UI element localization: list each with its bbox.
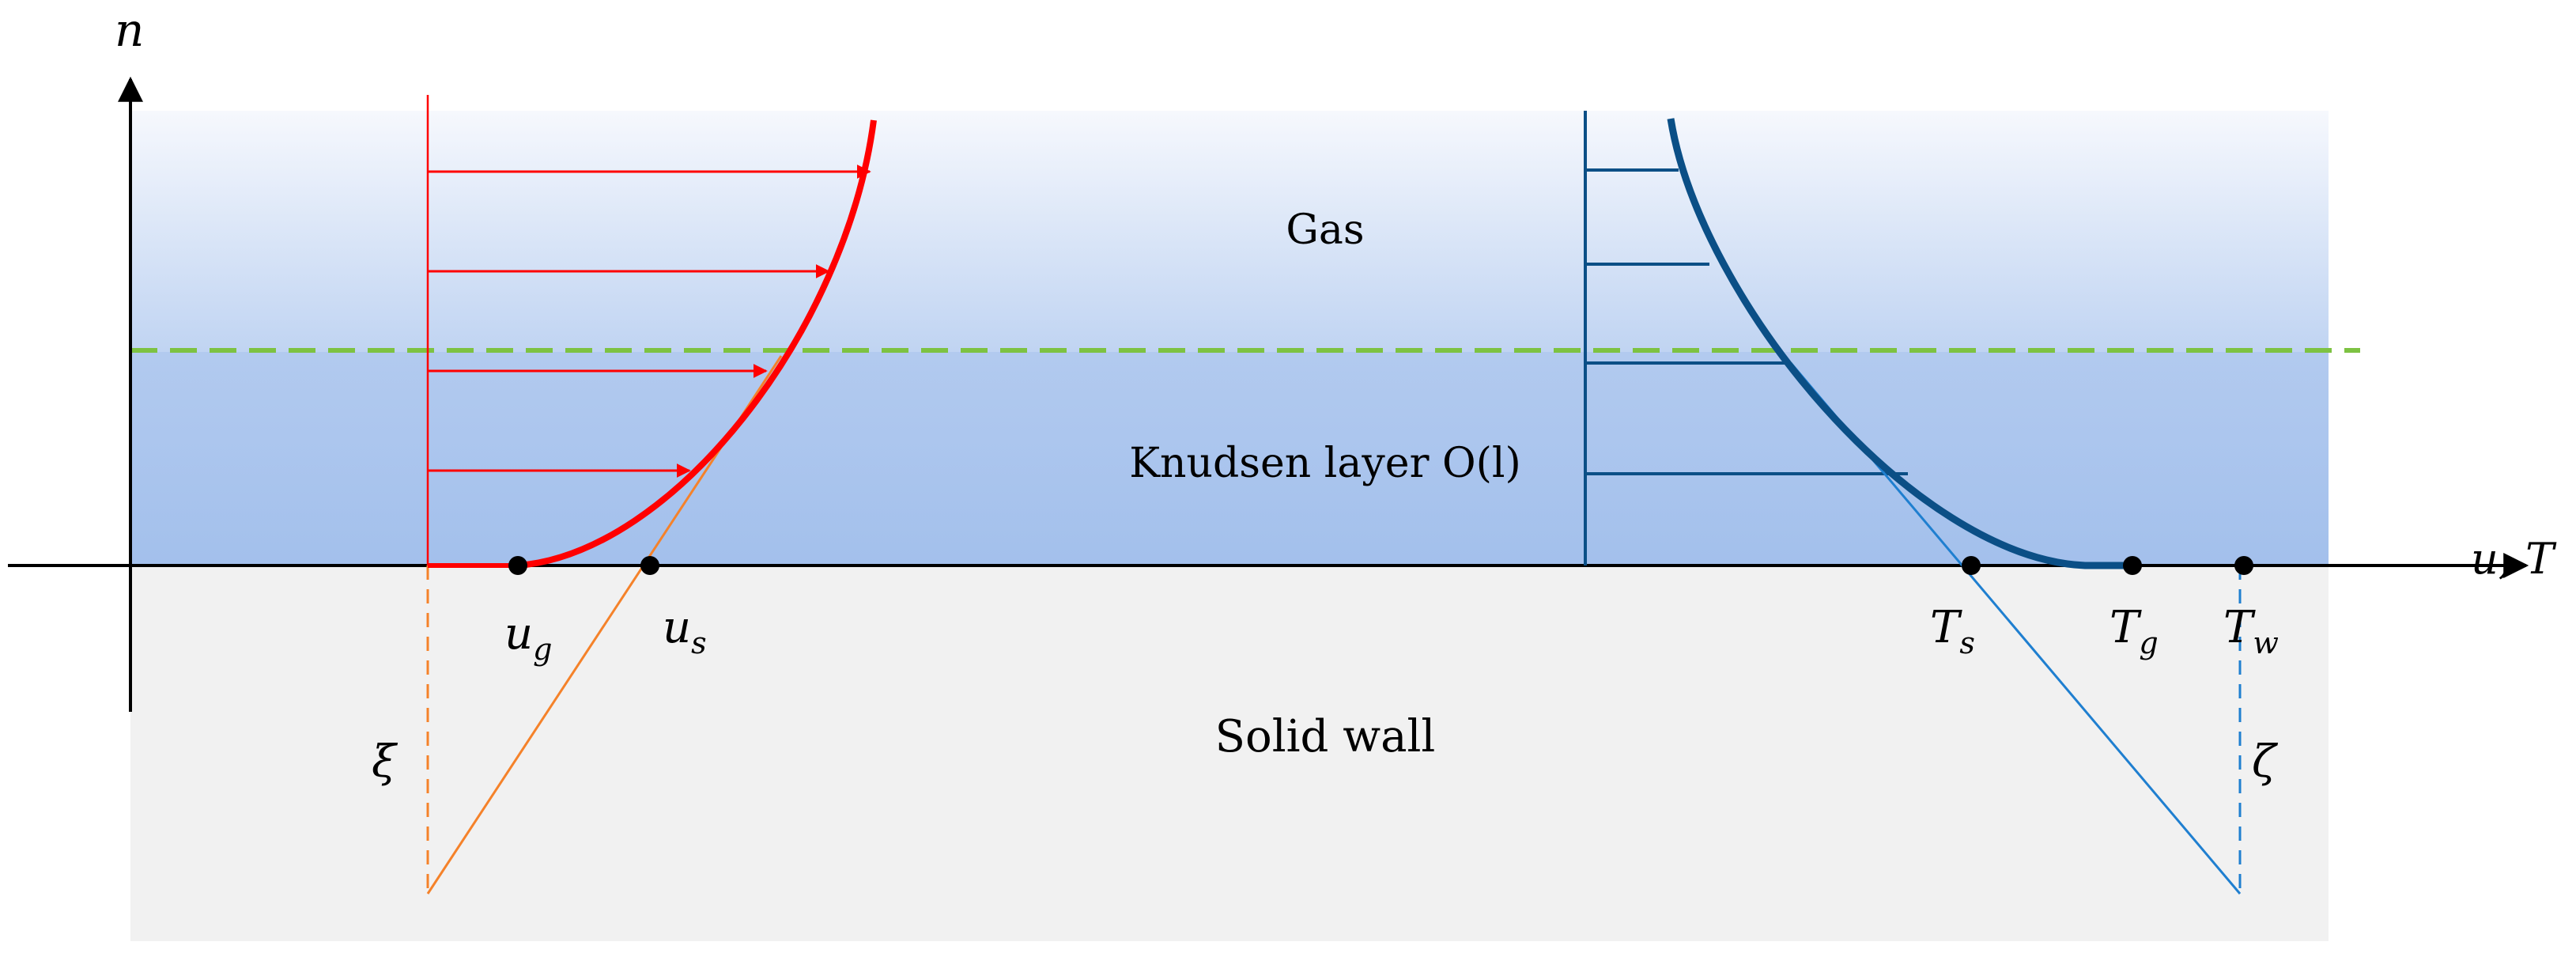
gas-label: Gas bbox=[1286, 206, 1364, 254]
temperature-levels bbox=[1585, 168, 1908, 475]
velocity-vectors bbox=[428, 165, 871, 478]
T-s-point bbox=[1962, 556, 1981, 575]
n-axis-label: n bbox=[115, 3, 144, 57]
zeta-label: ζ bbox=[2252, 736, 2279, 788]
T-g-point bbox=[2123, 556, 2142, 575]
u-s-point bbox=[640, 556, 659, 575]
u-T-axis-label: u, T bbox=[2471, 534, 2557, 584]
u-g-label: ug bbox=[504, 608, 552, 667]
T-w-label: Tw bbox=[2223, 602, 2279, 660]
gas-region bbox=[130, 111, 2329, 352]
knudsen-layer-label: Knudsen layer O(l) bbox=[1129, 440, 1521, 487]
u-g-point bbox=[508, 556, 527, 575]
T-s-label: Ts bbox=[1930, 602, 1975, 660]
velocity-profile-curve bbox=[517, 119, 877, 569]
T-g-label: Tg bbox=[2110, 602, 2159, 660]
knudsen-layer-region bbox=[130, 352, 2329, 566]
T-w-point bbox=[2234, 556, 2253, 575]
u-s-label: us bbox=[663, 602, 707, 660]
solid-wall-region bbox=[130, 566, 2329, 941]
solid-wall-label: Solid wall bbox=[1215, 711, 1436, 762]
temperature-profile-curve bbox=[1667, 118, 2132, 569]
xi-label: ξ bbox=[372, 736, 398, 788]
